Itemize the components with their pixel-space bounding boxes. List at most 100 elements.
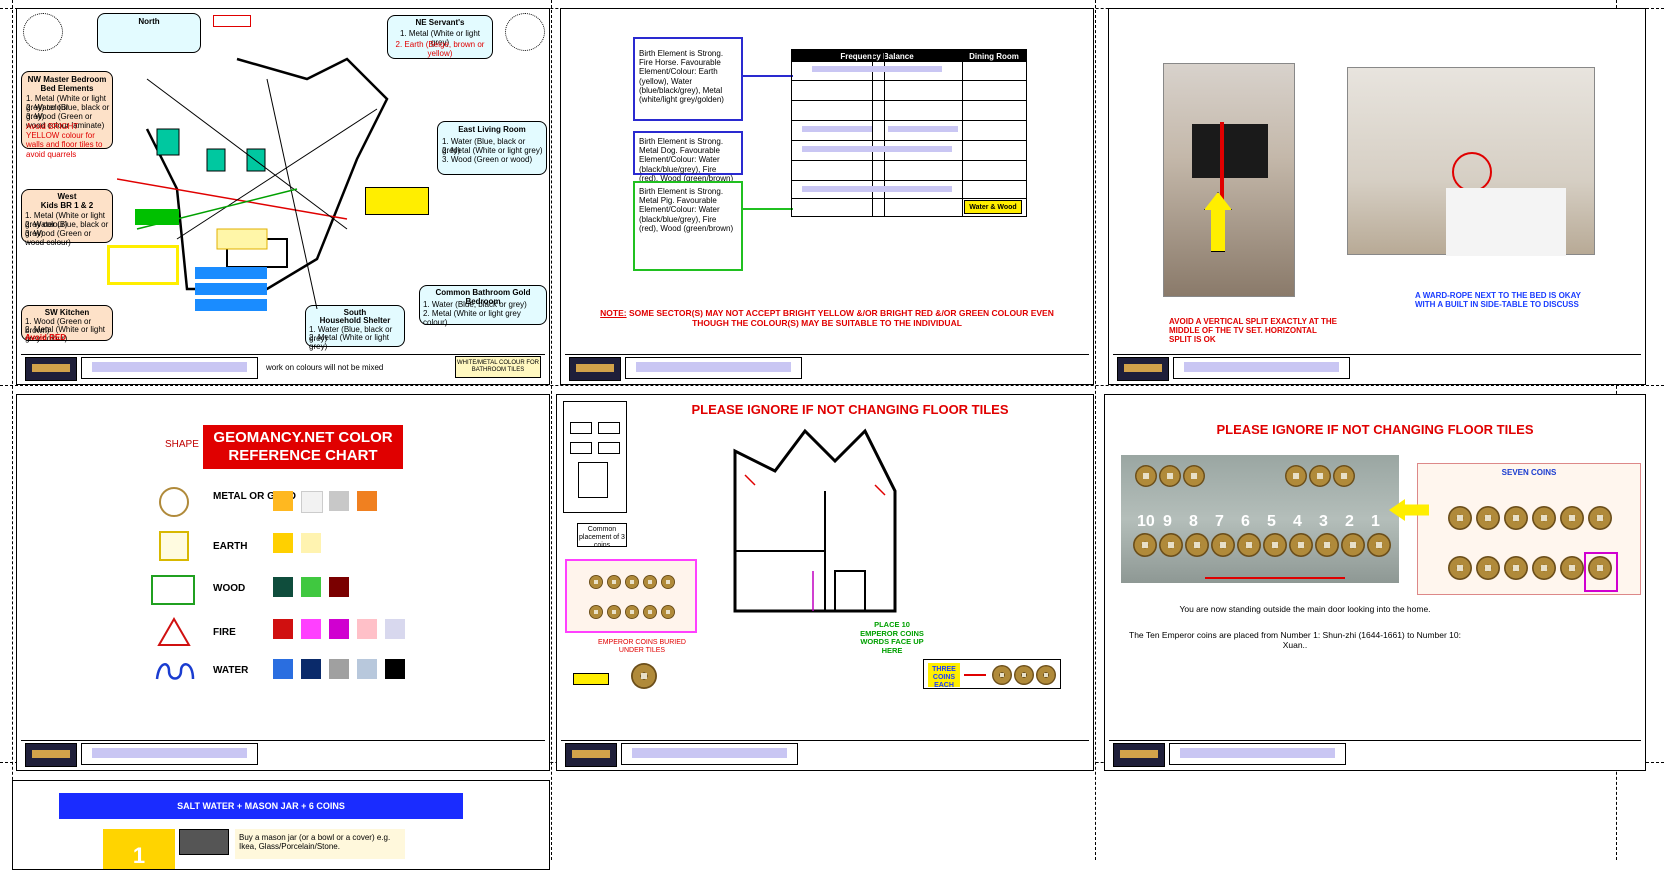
coin-number: 10 [1137, 513, 1155, 530]
wave-shape-icon [155, 657, 195, 683]
east-item: 2. Metal (White or light grey) [442, 146, 543, 155]
color-swatch [273, 619, 293, 639]
frequency-table: Frequency Balance Dining Room Water & Wo… [791, 49, 1027, 217]
blue-block [195, 267, 267, 279]
title-block [21, 740, 545, 767]
water-label: WATER [213, 665, 249, 676]
tv-caption: AVOID A VERTICAL SPLIT EXACTLY AT THE MI… [1169, 317, 1338, 345]
chart-title: GEOMANCY.NET COLOR REFERENCE CHART [213, 429, 393, 464]
table-last-cell: Water & Wood [964, 200, 1022, 214]
west-label-box: West Kids BR 1 & 2 1. Metal (White or li… [21, 189, 113, 247]
table-highlight [802, 126, 872, 132]
se-item: 2. Metal (White or light grey colour) [423, 309, 521, 328]
element-text: Birth Element is Strong. Fire Horse. Fav… [639, 49, 724, 104]
wardrobe-caption: A WARD-ROPE NEXT TO THE BED IS OKAY WITH… [1415, 291, 1581, 310]
sheet-salt-water[interactable]: SALT WATER + MASON JAR + 6 COINS 1 Buy a… [12, 780, 550, 870]
color-swatch [273, 533, 293, 553]
sheet-interior-photos[interactable]: AVOID A VERTICAL SPLIT EXACTLY AT THE MI… [1108, 8, 1646, 385]
floor-plan-drawing [117, 57, 389, 309]
salt-water-banner: SALT WATER + MASON JAR + 6 COINS [59, 793, 463, 819]
table-highlight [802, 146, 952, 152]
color-swatch [357, 491, 377, 511]
color-swatch [385, 619, 405, 639]
place-coins-note: PLACE 10 EMPEROR COINS WORDS FACE UP HER… [860, 620, 924, 655]
seven-coins-chart: SEVEN COINS [1417, 463, 1641, 595]
nw-item: 1. Metal (White or light grey) colour [26, 94, 107, 113]
company-logo [1117, 357, 1169, 381]
color-swatch [357, 659, 377, 679]
sheet-floor-tiles[interactable]: PLEASE IGNORE IF NOT CHANGING FLOOR TILE… [556, 394, 1094, 771]
guide-line [0, 385, 1664, 386]
emperor-coin [1289, 533, 1313, 557]
rectangle-shape-icon [151, 575, 195, 605]
three-coins-box: THREE COINS EACH [923, 659, 1061, 689]
north-label-box: North [97, 13, 201, 53]
step-text: Buy a mason jar (or a bowl or a cover) e… [239, 833, 391, 852]
red-arrow-line [1205, 577, 1345, 579]
common-placement-box: Common placement of 3 coins [577, 523, 627, 549]
color-swatch [329, 577, 349, 597]
element-box: Birth Element is Strong. Fire Horse. Fav… [633, 37, 743, 121]
title-field [1173, 357, 1350, 379]
nw-label-box: NW Master Bedroom Bed Elements 1. Metal … [21, 71, 113, 159]
sw-label-box: SW Kitchen 1. Wood (Green or brown) 2. M… [21, 305, 113, 343]
element-text: Birth Element is Strong. Metal Dog. Favo… [639, 137, 734, 183]
shape-label: SHAPE [165, 439, 199, 450]
title-block: work on colours will not be mixed WHITE/… [21, 354, 545, 381]
ne-title: NE Servant's [415, 18, 465, 27]
title-field [621, 743, 798, 765]
sheet-emperor-coins[interactable]: PLEASE IGNORE IF NOT CHANGING FLOOR TILE… [1104, 394, 1646, 771]
emperor-coin [1315, 533, 1339, 557]
south-item: 2. Metal (White or light grey) [309, 333, 390, 352]
coin-number: 5 [1267, 513, 1276, 530]
coin-icon [631, 663, 657, 689]
step-number-badge: 1 [103, 829, 175, 869]
emperor-coin [1367, 533, 1391, 557]
step-number: 1 [132, 843, 146, 868]
floor-plan-outline [733, 428, 897, 613]
coin-number: 6 [1241, 513, 1250, 530]
emperor-coin [1185, 533, 1209, 557]
south-title: South [343, 308, 367, 317]
north-title: North [138, 17, 160, 26]
yellow-frame [107, 245, 179, 285]
color-swatch [385, 659, 405, 679]
nw-title: NW Master Bedroom Bed Elements [27, 75, 107, 94]
color-swatch [273, 577, 293, 597]
title-field [625, 357, 802, 379]
buried-coins-note: EMPEROR COINS BURIED UNDER TILES [598, 639, 686, 655]
yellow-highlight [365, 187, 429, 215]
coin-number: 4 [1293, 513, 1302, 530]
coins-title: PLEASE IGNORE IF NOT CHANGING FLOOR TILE… [1216, 422, 1534, 437]
color-swatch [329, 619, 349, 639]
west-item: 2. Water (Blue, black or grey) [25, 220, 109, 239]
title-block [565, 354, 1089, 381]
earth-label: EARTH [213, 541, 248, 552]
sheet-color-chart[interactable]: SHAPE GEOMANCY.NET COLOR REFERENCE CHART… [16, 394, 550, 771]
south-item: 1. Water (Blue, black or grey) [309, 325, 393, 344]
table-header: Frequency Balance [840, 52, 914, 61]
se-title: Common Bathroom Gold Bedroom [435, 288, 531, 307]
coins-caption: You are now standing outside the main do… [1179, 604, 1431, 614]
nw-item: 3. Wood (Green or wood colour laminate) [26, 112, 105, 131]
emperor-coin [1159, 533, 1183, 557]
sw-item: 1. Wood (Green or brown) [25, 317, 92, 336]
emperor-coin [1263, 533, 1287, 557]
emperor-coin [1133, 533, 1157, 557]
color-swatch [301, 491, 323, 513]
triangle-shape-icon [157, 616, 191, 647]
guide-line [12, 0, 13, 860]
square-shape-icon [159, 531, 189, 561]
east-item: 1. Water (Blue, black or grey) [442, 137, 526, 156]
east-label-box: East Living Room 1. Water (Blue, black o… [437, 121, 547, 175]
red-note [213, 15, 251, 27]
color-swatch [329, 491, 349, 511]
metal-label: METAL OR GOLD [213, 491, 296, 502]
company-logo [25, 743, 77, 767]
sheet-floor-plan[interactable]: North NE Servant's 1. Metal (White or li… [16, 8, 550, 385]
fire-label: FIRE [213, 627, 236, 638]
blue-block [195, 283, 267, 295]
tv-room-photo [1163, 63, 1295, 297]
sheet-element-table[interactable]: Birth Element is Strong. Fire Horse. Fav… [560, 8, 1094, 385]
